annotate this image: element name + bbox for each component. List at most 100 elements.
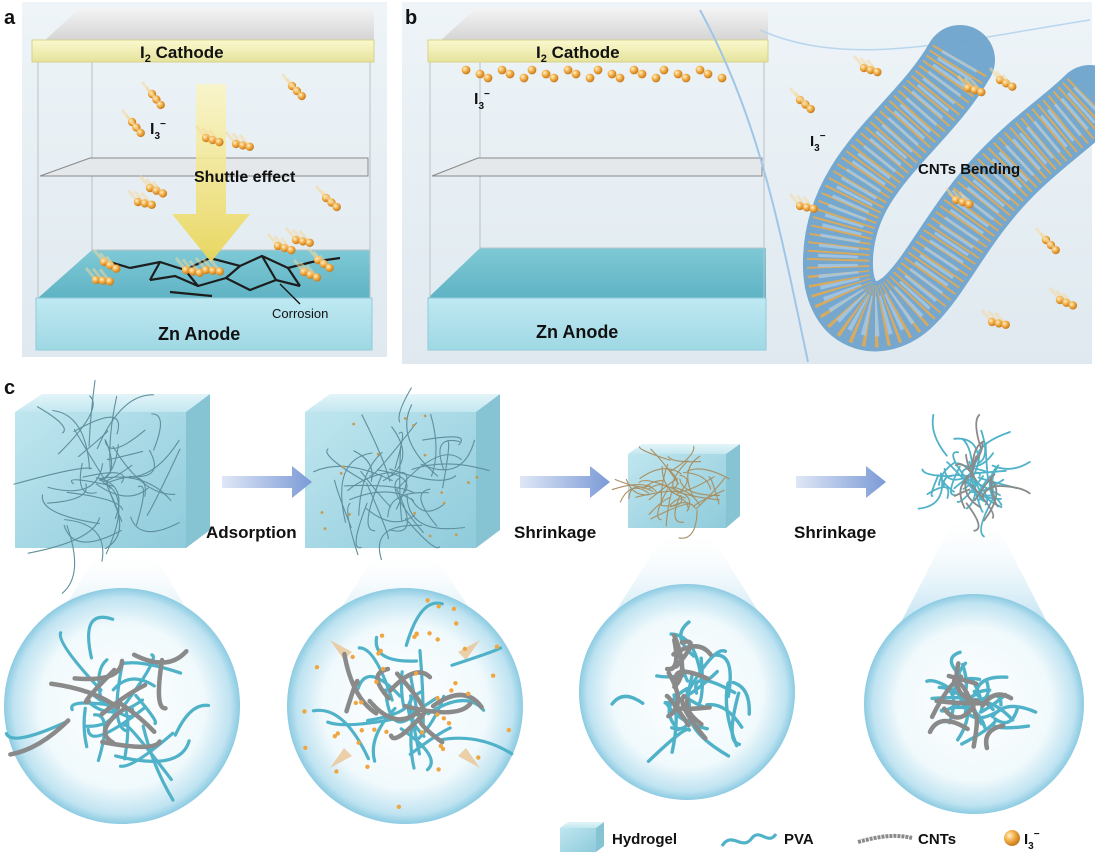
ion-dot <box>475 475 479 479</box>
ion-dot <box>320 511 324 514</box>
gel-fiber <box>367 474 383 532</box>
adsorbed-ion-on-cathode <box>717 73 727 83</box>
pva-chain <box>972 689 995 712</box>
gel-fiber <box>682 471 712 490</box>
ion-dot <box>436 604 441 609</box>
gel-fiber <box>422 436 462 446</box>
gel-fiber <box>73 428 111 489</box>
collapsed-cnt-fiber <box>974 473 996 502</box>
pva-chain <box>173 703 211 737</box>
ion-dot <box>414 631 419 636</box>
pva-chain <box>450 646 503 667</box>
cnt-segment <box>946 673 979 686</box>
zn-anode-label-b: Zn Anode <box>536 322 618 342</box>
adsorbed-ion-on-cathode <box>637 69 647 79</box>
gel-fiber <box>47 463 104 492</box>
gel-fiber <box>353 450 373 482</box>
collapsed-pva-fiber <box>946 461 978 494</box>
cnt-bent-tube <box>803 25 1095 352</box>
pva-chain <box>610 694 645 706</box>
cnt-segment <box>367 698 422 722</box>
pva-chain <box>311 708 371 761</box>
cnt-segment <box>156 657 168 711</box>
adsorbed-ion-on-cathode <box>527 65 537 75</box>
gel-fiber <box>88 380 96 447</box>
collapsed-pva-fiber <box>956 475 984 503</box>
zoom-lens-curve <box>699 9 809 363</box>
gel-fiber <box>358 451 383 516</box>
pva-chain <box>960 718 998 746</box>
gel-fiber <box>639 468 682 480</box>
gel-fiber <box>128 449 155 478</box>
step-adsorption-label: Adsorption <box>206 523 297 542</box>
gel-fiber <box>670 502 696 509</box>
i3-cluster-b <box>944 187 974 209</box>
adsorbed-ion-on-cathode <box>615 73 625 83</box>
gel-fiber <box>105 476 146 497</box>
adsorbed-ion-on-cathode <box>703 69 713 79</box>
collapsed-pva-fiber <box>949 465 961 496</box>
i3-ion-clusters-a <box>84 73 341 286</box>
gel-fiber <box>27 517 101 554</box>
shuttle-effect-label: Shuttle effect <box>194 169 296 186</box>
collapsed-cnt-fiber <box>969 442 984 468</box>
gel-fiber <box>669 498 690 510</box>
collapsed-cnt-fiber <box>981 485 1000 498</box>
hydrogel-block-1 <box>15 394 210 548</box>
ion-dot <box>454 533 458 537</box>
gel-fiber <box>404 517 441 549</box>
panel-a: a I2 Cathode Shuttle effect I3− <box>4 2 387 357</box>
pva-chain <box>731 680 751 716</box>
gel-fiber <box>378 524 423 561</box>
adsorbed-ion-on-cathode <box>695 65 705 75</box>
i3-cluster-a <box>224 131 254 151</box>
ion-dot <box>451 606 457 612</box>
ion-dot <box>435 712 440 717</box>
pva-chain <box>705 702 744 729</box>
adsorbed-ion-on-cathode <box>461 65 471 75</box>
gel-fiber <box>366 482 389 540</box>
i3-cluster-a <box>194 125 224 147</box>
zoom-funnel-4 <box>900 512 1048 624</box>
cnt-segment <box>941 704 976 720</box>
ion-dot <box>441 716 447 721</box>
gel-fiber <box>394 431 404 470</box>
ion-dot <box>348 512 351 516</box>
gel-fiber <box>341 452 373 523</box>
collapsed-cnt-fiber <box>975 414 982 450</box>
gel-fiber <box>349 491 415 502</box>
legend-cnts-icon <box>857 833 913 844</box>
gel-fiber <box>64 519 104 562</box>
ion-dot <box>350 654 355 660</box>
ion-dot <box>490 673 496 678</box>
gel-fiber <box>347 471 394 492</box>
zn-anode-front-face <box>35 297 373 351</box>
cnt-segment <box>666 670 681 719</box>
cell-box-edges-b <box>429 60 765 298</box>
legend-pva-label: PVA <box>784 831 814 848</box>
gel-fiber <box>628 486 654 500</box>
adsorbed-ion-on-cathode <box>585 73 595 83</box>
cnt-segment <box>8 718 71 757</box>
separator-plane-b <box>431 157 763 177</box>
adsorbed-ion-on-cathode <box>483 73 493 83</box>
ion-dot <box>334 769 339 774</box>
legend-pva-icon <box>720 832 778 847</box>
cnt-segment <box>927 718 970 735</box>
pva-chain <box>374 635 419 663</box>
gel-fiber <box>365 507 416 523</box>
gel-fiber <box>673 476 715 493</box>
collapsed-pva-fiber <box>952 451 966 477</box>
i3-cluster-a <box>138 175 168 198</box>
pva-chain <box>114 739 191 763</box>
step-shrinkage-label-1: Shrinkage <box>514 523 596 542</box>
ion-dot <box>494 644 500 649</box>
ion-dot <box>352 422 356 426</box>
gel-fiber <box>420 488 438 527</box>
adsorbed-ion-on-cathode <box>651 73 661 83</box>
ion-dot <box>396 804 402 810</box>
ion-dot <box>359 728 365 733</box>
ion-dot <box>428 534 432 538</box>
i3-cluster-a <box>92 249 121 273</box>
